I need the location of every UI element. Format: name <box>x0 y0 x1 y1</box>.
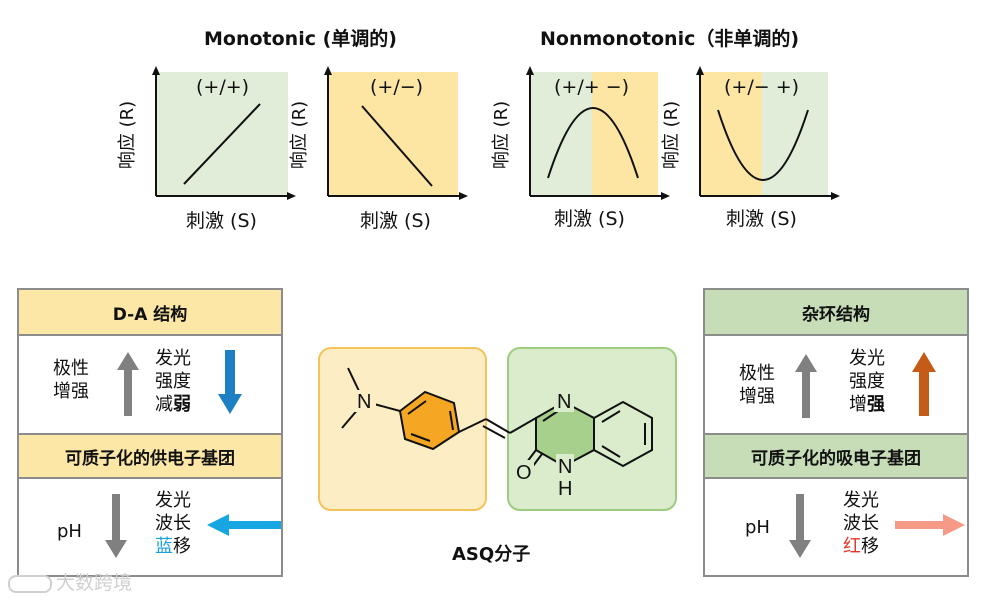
plot-sign-label: (+/−) <box>370 76 424 98</box>
polarity-label: 极性 增强 <box>739 363 775 407</box>
da-structure-header-text: D-A 结构 <box>112 304 188 325</box>
gray-down-arrow-icon <box>789 494 811 558</box>
nonmonotonic-title: Nonmonotonic（非单调的) <box>540 28 800 50</box>
y-axis-label: 响应 (R) <box>491 100 513 170</box>
acceptor-group-header: 可质子化的吸电子基团 <box>705 433 967 479</box>
nh-n-atom: N <box>558 456 572 478</box>
emission-intensity-label: 发光 强度 减弱 <box>155 348 191 415</box>
blue-down-arrow-icon <box>218 350 242 414</box>
orange-up-arrow-icon <box>912 352 936 416</box>
x-axis-label: 刺激 (S) <box>554 208 625 230</box>
plot-increasing: (+/+) 响应 (R) 刺激 (S) <box>117 66 298 236</box>
plot-peak: (+/+ −) 响应 (R) 刺激 (S) <box>491 66 672 236</box>
carbonyl-o-atom: O <box>516 462 532 484</box>
plot-sign-label: (+/− +) <box>724 76 800 98</box>
ring-n-atom: N <box>557 391 571 413</box>
plot-peak-graphic <box>526 66 670 200</box>
right-panel-heterocycle: 杂环结构 极性 增强 发光 强度 增强 可质子化的吸电子基团 pH 发光 波长 … <box>703 288 969 577</box>
molecule-caption: ASQ分子 <box>452 544 531 565</box>
asq-structure-drawing: N N N H O <box>318 347 677 511</box>
plot-decreasing: (+/−) 响应 (R) 刺激 (S) <box>289 66 470 236</box>
plot-increasing-graphic <box>152 66 296 200</box>
x-axis-label: 刺激 (S) <box>360 210 431 232</box>
polarity-label: 极性 增强 <box>53 358 89 402</box>
gray-up-arrow-icon <box>117 352 139 416</box>
plot-valley-graphic <box>696 66 840 200</box>
ph-label: pH <box>57 521 82 542</box>
watermark: 大数跨境 <box>8 568 132 595</box>
watermark-logo-icon <box>8 574 52 593</box>
emission-wavelength-label: 发光 波长 红移 <box>843 490 879 557</box>
heterocycle-header-text: 杂环结构 <box>802 304 870 325</box>
donor-group-header-text: 可质子化的供电子基团 <box>65 448 235 469</box>
nh-h-atom: H <box>558 478 572 500</box>
y-axis-label: 响应 (R) <box>289 100 311 170</box>
plot-sign-label: (+/+) <box>196 76 250 98</box>
da-structure-header: D-A 结构 <box>19 290 281 336</box>
asq-molecule: N N N H O <box>318 346 688 512</box>
donor-group-header: 可质子化的供电子基团 <box>19 433 281 479</box>
heterocycle-header: 杂环结构 <box>705 290 967 336</box>
gray-up-arrow-icon <box>795 354 817 418</box>
cyan-left-arrow-icon <box>207 514 281 536</box>
x-axis-label: 刺激 (S) <box>186 210 257 232</box>
plot-valley: (+/− +) 响应 (R) 刺激 (S) <box>661 66 842 236</box>
left-panel-da-structure: D-A 结构 极性 增强 发光 强度 减弱 可质子化的供电子基团 pH 发光 波… <box>17 288 283 577</box>
y-axis-label: 响应 (R) <box>117 100 139 170</box>
x-axis-label: 刺激 (S) <box>726 208 797 230</box>
emission-intensity-label: 发光 强度 增强 <box>849 348 885 415</box>
acceptor-group-header-text: 可质子化的吸电子基团 <box>751 448 921 469</box>
plot-sign-label: (+/+ −) <box>554 76 630 98</box>
salmon-right-arrow-icon <box>895 514 965 536</box>
gray-down-arrow-icon <box>105 494 127 558</box>
y-axis-label: 响应 (R) <box>661 100 683 170</box>
amine-n-atom: N <box>357 391 371 413</box>
emission-wavelength-label: 发光 波长 蓝移 <box>155 490 191 557</box>
ph-label: pH <box>745 517 770 538</box>
watermark-text: 大数跨境 <box>56 572 133 594</box>
monotonic-title: Monotonic (单调的) <box>204 28 397 50</box>
plot-decreasing-graphic <box>324 66 468 200</box>
